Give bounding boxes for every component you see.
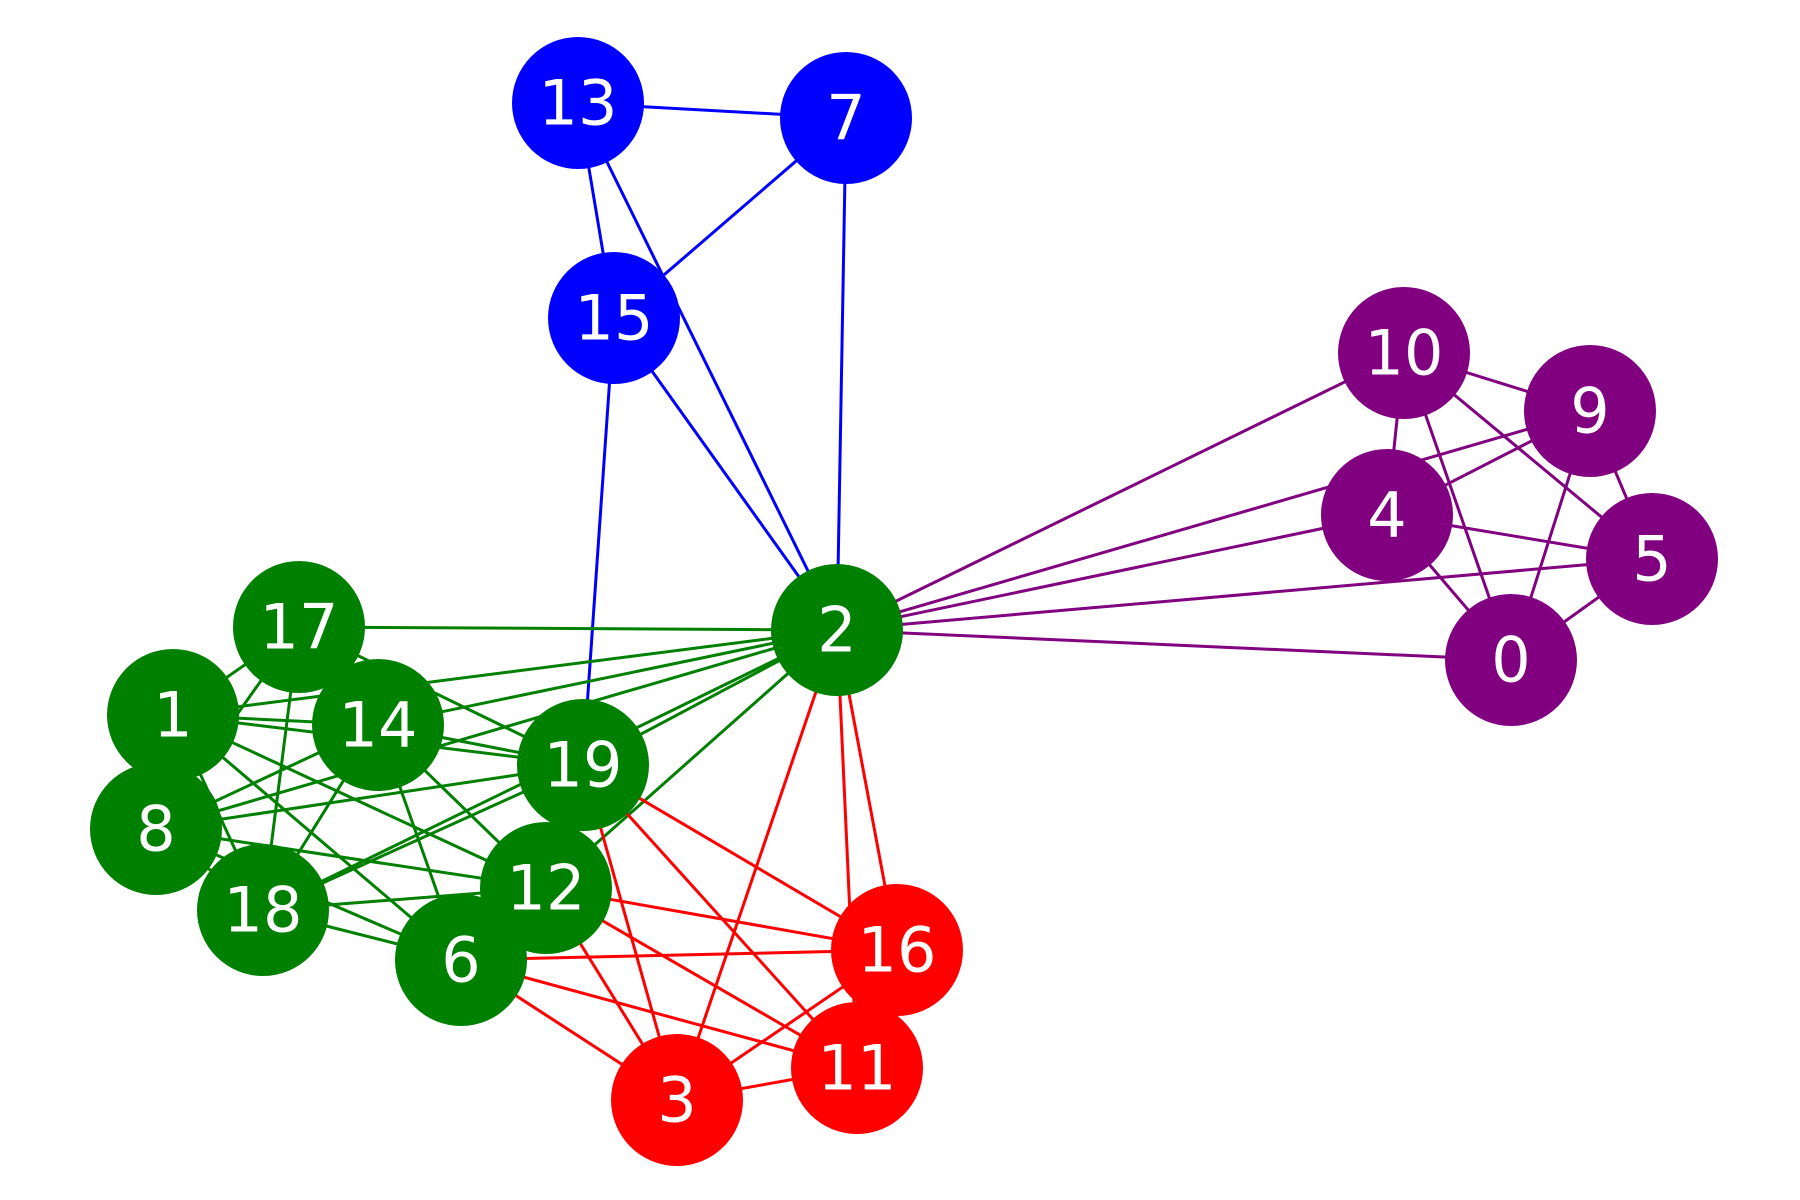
- node-label: 2: [817, 594, 856, 667]
- node-circle: [1524, 345, 1656, 477]
- node-4: 4: [1321, 449, 1453, 581]
- edge-15-19: [581, 317, 616, 766]
- node-circle: [831, 884, 963, 1016]
- node-3: 3: [611, 1034, 743, 1166]
- node-label: 3: [657, 1064, 696, 1137]
- edge-6-16: [460, 948, 898, 962]
- node-circle: [1445, 594, 1577, 726]
- node-8: 8: [90, 763, 222, 895]
- edge-13-2: [576, 102, 839, 631]
- edge-2-1: [172, 628, 838, 717]
- node-label: 1: [153, 679, 192, 752]
- edge-7-2: [835, 117, 848, 631]
- node-label: 16: [858, 914, 937, 987]
- edge-6-11: [460, 958, 858, 1070]
- node-label: 19: [544, 729, 623, 802]
- node-circle: [480, 822, 612, 954]
- node-label: 11: [818, 1032, 897, 1105]
- node-circle: [233, 561, 365, 693]
- node-circle: [1338, 287, 1470, 419]
- node-2: 2: [771, 564, 903, 696]
- edge-2-4: [836, 513, 1388, 632]
- node-circle: [1586, 493, 1718, 625]
- node-label: 9: [1570, 375, 1609, 448]
- node-circle: [512, 37, 644, 169]
- node-12: 12: [480, 822, 612, 954]
- node-label: 15: [575, 282, 654, 355]
- node-15: 15: [548, 252, 680, 384]
- node-11: 11: [791, 1002, 923, 1134]
- node-circle: [611, 1034, 743, 1166]
- node-label: 7: [826, 82, 865, 155]
- edge-2-14: [377, 628, 838, 727]
- node-circle: [1321, 449, 1453, 581]
- node-label: 8: [136, 793, 175, 866]
- node-circle: [791, 1002, 923, 1134]
- node-17: 17: [233, 561, 365, 693]
- node-circle: [548, 252, 680, 384]
- node-18: 18: [197, 844, 329, 976]
- node-circle: [90, 763, 222, 895]
- edge-8-19: [155, 763, 584, 831]
- node-13: 13: [512, 37, 644, 169]
- node-label: 0: [1491, 624, 1530, 697]
- node-10: 10: [1338, 287, 1470, 419]
- node-circle: [312, 659, 444, 791]
- node-label: 4: [1367, 479, 1406, 552]
- node-label: 14: [339, 689, 418, 762]
- node-circle: [107, 649, 239, 781]
- edge-2-10: [836, 351, 1405, 632]
- edge-2-5: [836, 557, 1653, 632]
- node-circle: [197, 844, 329, 976]
- node-14: 14: [312, 659, 444, 791]
- edge-1-12: [172, 713, 547, 890]
- edge-2-17: [298, 625, 838, 632]
- edge-2-3: [675, 629, 839, 1101]
- edge-2-9: [836, 409, 1591, 632]
- node-circle: [771, 564, 903, 696]
- node-0: 0: [1445, 594, 1577, 726]
- edge-2-0: [836, 628, 1512, 662]
- node-label: 13: [539, 67, 618, 140]
- node-label: 6: [441, 924, 480, 997]
- node-16: 16: [831, 884, 963, 1016]
- node-5: 5: [1586, 493, 1718, 625]
- node-label: 12: [507, 852, 586, 925]
- node-label: 10: [1365, 317, 1444, 390]
- node-circle: [517, 699, 649, 831]
- node-7: 7: [780, 52, 912, 184]
- node-label: 17: [260, 591, 339, 664]
- node-label: 18: [224, 874, 303, 947]
- node-label: 5: [1632, 523, 1671, 596]
- node-19: 19: [517, 699, 649, 831]
- edge-19-11: [581, 763, 859, 1070]
- node-circle: [780, 52, 912, 184]
- node-9: 9: [1524, 345, 1656, 477]
- node-1: 1: [107, 649, 239, 781]
